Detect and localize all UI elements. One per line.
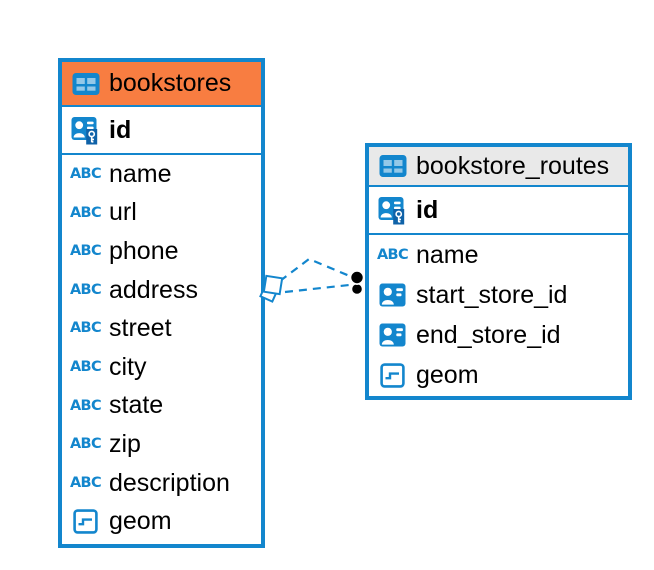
text-type-icon: ABC <box>69 320 102 337</box>
text-type-icon: ABC <box>69 243 102 260</box>
field-name: end_store_id <box>416 320 561 349</box>
entity-table-bookstores[interactable]: bookstores id ABC name ABC url ABC phone… <box>58 58 265 548</box>
field-name: name <box>416 240 479 269</box>
field-name: url <box>109 198 137 227</box>
field-name: geom <box>109 507 172 536</box>
table-header-bookstore-routes[interactable]: bookstore_routes <box>369 147 628 187</box>
field-row-address[interactable]: ABC address <box>62 271 261 310</box>
icon-cell <box>374 283 411 307</box>
geometry-type-icon <box>73 509 98 534</box>
reference-type-icon <box>379 323 406 347</box>
text-type-icon: ABC <box>69 204 102 221</box>
field-row-name[interactable]: ABC name <box>62 155 261 194</box>
icon-cell: ABC <box>67 283 104 298</box>
icon-cell <box>374 323 411 347</box>
icon-cell: ABC <box>67 360 104 375</box>
table-name: bookstores <box>109 69 232 97</box>
field-row-city[interactable]: ABC city <box>62 348 261 387</box>
icon-cell: ABC <box>67 206 104 221</box>
icon-cell: ABC <box>67 476 104 491</box>
field-name: id <box>109 115 132 144</box>
icon-cell: ABC <box>67 437 104 452</box>
text-type-icon: ABC <box>69 166 102 183</box>
field-row-description[interactable]: ABC description <box>62 464 261 503</box>
field-row-zip[interactable]: ABC zip <box>62 425 261 464</box>
field-row-geom[interactable]: geom <box>62 502 261 541</box>
field-row-name[interactable]: ABC name <box>369 235 628 275</box>
primary-key-icon <box>71 116 101 145</box>
field-name: phone <box>109 236 179 265</box>
geometry-type-icon <box>380 363 405 388</box>
icon-cell <box>374 363 411 388</box>
field-name: name <box>109 159 172 188</box>
icon-cell <box>67 72 104 96</box>
icon-cell: ABC <box>374 248 411 263</box>
text-type-icon: ABC <box>69 474 102 491</box>
text-type-icon: ABC <box>69 281 102 298</box>
field-row-url[interactable]: ABC url <box>62 194 261 233</box>
field-name: start_store_id <box>416 280 568 309</box>
field-row-phone[interactable]: ABC phone <box>62 232 261 271</box>
field-name: city <box>109 352 147 381</box>
icon-cell: ABC <box>67 321 104 336</box>
field-row-state[interactable]: ABC state <box>62 387 261 426</box>
icon-cell: ABC <box>67 167 104 182</box>
table-name: bookstore_routes <box>416 151 610 180</box>
field-name: id <box>416 195 439 224</box>
field-name: address <box>109 275 198 304</box>
text-type-icon: ABC <box>376 246 409 263</box>
field-row-street[interactable]: ABC street <box>62 309 261 348</box>
text-type-icon: ABC <box>69 359 102 376</box>
relation-target-marker[interactable] <box>349 269 365 296</box>
field-row-start-store-id[interactable]: start_store_id <box>369 275 628 315</box>
text-type-icon: ABC <box>69 397 102 414</box>
field-row-id[interactable]: id <box>62 107 261 155</box>
icon-cell <box>67 116 104 145</box>
icon-cell: ABC <box>67 399 104 414</box>
field-name: geom <box>416 360 479 389</box>
field-name: description <box>109 468 230 497</box>
icon-cell: ABC <box>67 244 104 259</box>
table-header-bookstores[interactable]: bookstores <box>62 62 261 107</box>
field-name: state <box>109 391 164 420</box>
entity-table-bookstore-routes[interactable]: bookstore_routes id ABC name start_store… <box>365 143 632 400</box>
table-icon <box>379 154 407 178</box>
relation-line[interactable] <box>284 283 350 294</box>
icon-cell <box>67 509 104 534</box>
field-name: zip <box>109 429 141 458</box>
field-row-end-store-id[interactable]: end_store_id <box>369 315 628 355</box>
table-icon <box>72 72 100 96</box>
reference-type-icon <box>379 283 406 307</box>
icon-cell <box>374 196 411 225</box>
text-type-icon: ABC <box>69 436 102 453</box>
icon-cell <box>374 154 411 178</box>
field-row-id[interactable]: id <box>369 187 628 235</box>
field-row-geom[interactable]: geom <box>369 355 628 395</box>
field-name: street <box>109 314 172 343</box>
primary-key-icon <box>378 196 408 225</box>
relation-line[interactable] <box>279 257 353 282</box>
